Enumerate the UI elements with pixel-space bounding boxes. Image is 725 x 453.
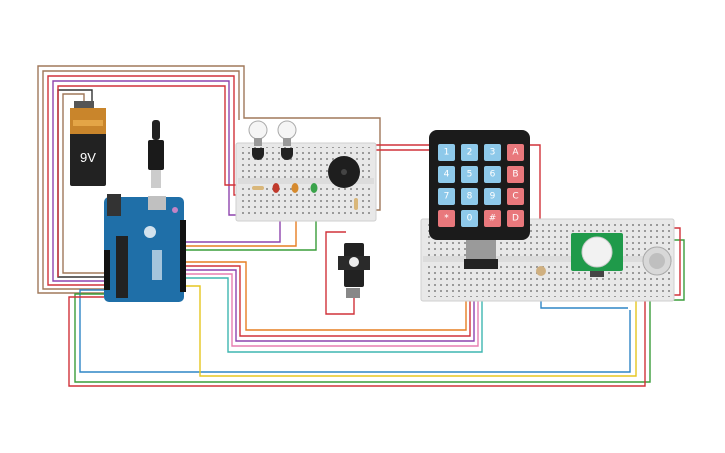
wire <box>62 93 104 274</box>
resistor-1 <box>252 186 264 190</box>
keypad-key[interactable] <box>461 188 478 205</box>
wire <box>184 265 471 337</box>
wire <box>184 261 467 331</box>
keypad-key-label: * <box>444 214 449 224</box>
pir-sensor[interactable] <box>571 233 623 277</box>
led-orange <box>291 183 299 193</box>
wire <box>79 289 631 373</box>
keypad-key-label: 4 <box>444 170 450 180</box>
keypad-key-label: 1 <box>444 148 450 158</box>
keypad-key[interactable] <box>461 210 478 227</box>
led-red <box>272 183 280 193</box>
keypad-key-label: C <box>512 192 518 202</box>
wire <box>184 268 483 353</box>
light-bulb-2 <box>277 120 297 146</box>
wire <box>325 231 355 315</box>
keypad-connector <box>466 240 496 262</box>
wire <box>74 239 685 383</box>
keypad-key-label: 0 <box>467 214 473 224</box>
wire <box>184 268 479 347</box>
keypad-key-label: 7 <box>444 192 450 202</box>
wire <box>37 65 381 294</box>
keypad-key[interactable] <box>438 188 455 205</box>
arduino-logo <box>152 250 162 280</box>
keypad-keys: 1 2 3 A 4 5 6 B 7 8 9 C * 0 # D <box>438 144 524 227</box>
resistor-2 <box>354 198 358 210</box>
potentiometer <box>536 266 546 276</box>
keypad-key[interactable] <box>438 144 455 161</box>
keypad-key[interactable] <box>461 166 478 183</box>
servo-motor[interactable] <box>338 243 370 298</box>
keypad-key[interactable] <box>438 210 455 227</box>
keypad-key[interactable] <box>484 210 501 227</box>
wire <box>57 85 250 277</box>
gas-sensor <box>642 246 672 276</box>
keypad-key[interactable] <box>484 188 501 205</box>
power-plug <box>148 120 164 188</box>
keypad-key[interactable] <box>461 144 478 161</box>
keypad-key[interactable] <box>484 166 501 183</box>
keypad-key[interactable] <box>484 144 501 161</box>
wire <box>184 268 475 342</box>
transistor-2 <box>281 148 293 160</box>
keypad-key[interactable] <box>507 210 524 227</box>
keypad-key-label: 8 <box>467 192 473 202</box>
keypad-key-label: 9 <box>490 192 496 202</box>
keypad-key-label: 2 <box>467 148 473 158</box>
keypad-key[interactable] <box>507 188 524 205</box>
keypad-key[interactable] <box>438 166 455 183</box>
transistor-1 <box>252 148 264 160</box>
battery-9v[interactable]: 9V <box>70 101 106 186</box>
keypad-key[interactable] <box>507 166 524 183</box>
wire <box>42 70 240 290</box>
battery-label: 9V <box>80 150 96 165</box>
buzzer <box>328 156 360 188</box>
keypad-key-label: 6 <box>490 170 496 180</box>
keypad-key-label: D <box>512 214 519 224</box>
led-green <box>310 183 318 193</box>
keypad-key-label: 5 <box>467 170 473 180</box>
light-bulb-1 <box>248 120 268 146</box>
keypad-key-label: # <box>489 214 497 224</box>
arduino-uno[interactable] <box>104 194 186 302</box>
keypad-key[interactable] <box>507 144 524 161</box>
wire <box>68 290 646 387</box>
keypad-key-label: A <box>512 148 519 158</box>
keypad-key-label: 3 <box>490 148 496 158</box>
keypad-4x4[interactable]: 1 2 3 A 4 5 6 B 7 8 9 C * 0 # D <box>429 130 530 269</box>
keypad-key-label: B <box>512 170 518 180</box>
